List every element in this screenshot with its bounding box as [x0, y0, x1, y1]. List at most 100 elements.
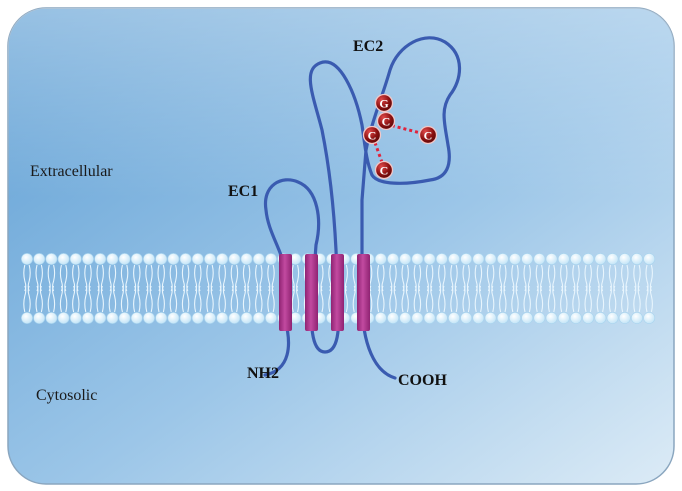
lipid-head	[45, 253, 58, 265]
lipid-tail	[474, 285, 478, 313]
lipid-tail	[198, 285, 202, 313]
residue-glycine-label: G	[379, 97, 388, 111]
lipid-head	[240, 253, 253, 265]
lipid-head	[21, 312, 33, 324]
lipid-head	[57, 253, 70, 265]
lipid-tail	[352, 285, 356, 313]
lipid-head	[448, 312, 460, 324]
lipid-tail	[625, 285, 629, 313]
lipid-head	[521, 312, 534, 324]
lipid-tail	[576, 285, 580, 313]
lipid-tail	[194, 285, 198, 313]
lipid-head	[631, 253, 643, 265]
lipid-tail	[401, 285, 405, 313]
lipid-head	[411, 312, 424, 324]
lipid-tail	[210, 285, 214, 313]
lipid-head	[167, 253, 180, 265]
lipid-tail	[601, 285, 605, 313]
lipid-head	[130, 253, 143, 265]
lipid-tail	[186, 285, 190, 313]
lipid-head	[618, 253, 631, 265]
lipid-head	[399, 312, 412, 324]
lipid-tail	[649, 285, 653, 313]
lipid-head	[167, 312, 180, 324]
lipid-tail	[235, 285, 239, 313]
lipid-tail	[560, 285, 564, 313]
lipid-head	[435, 253, 448, 265]
lipid-tail	[621, 285, 625, 313]
lipid-head	[423, 253, 436, 265]
lipid-tail	[499, 285, 503, 313]
lipid-tail	[527, 285, 531, 313]
tm-helix-3	[331, 254, 344, 331]
tm-helix-1	[279, 254, 292, 331]
lipid-tail	[572, 285, 576, 313]
lipid-head	[496, 312, 509, 324]
lipid-head	[387, 253, 399, 265]
lipid-tail	[59, 285, 63, 313]
lipid-head	[557, 253, 570, 265]
cytosolic-label: Cytosolic	[36, 387, 97, 404]
lipid-head	[374, 253, 387, 265]
lipid-tail	[72, 285, 76, 313]
lipid-tail	[133, 285, 137, 313]
lipid-head	[643, 253, 656, 265]
lipid-tail	[174, 285, 178, 313]
lipid-head	[45, 312, 58, 324]
c-terminus-label: COOH	[398, 372, 447, 389]
lipid-tail	[96, 285, 100, 313]
residue-cysteine-2-label: C	[368, 129, 377, 143]
lipid-head	[82, 312, 94, 324]
lipid-tail	[389, 285, 393, 313]
residue-glycine: G	[374, 93, 394, 113]
lipid-head	[179, 253, 192, 265]
lipid-head	[155, 253, 168, 265]
lipid-head	[21, 253, 33, 265]
lipid-tail	[466, 285, 470, 313]
lipid-tail	[52, 285, 56, 313]
lipid-tail	[608, 285, 612, 313]
lipid-head	[118, 253, 131, 265]
lipid-head	[252, 312, 265, 324]
lipid-tail	[637, 285, 641, 313]
lipid-tail	[296, 285, 300, 313]
lipid-tail	[479, 285, 483, 313]
lipid-head	[69, 253, 82, 265]
lipid-tail	[267, 285, 271, 313]
lipid-tail	[242, 285, 246, 313]
lipid-head	[570, 253, 582, 265]
lipid-head	[399, 253, 412, 265]
lipid-tail	[535, 285, 539, 313]
lipid-head	[460, 312, 473, 324]
lipid-tail	[181, 285, 185, 313]
lipid-tail	[645, 285, 649, 313]
lipid-tail	[137, 285, 141, 313]
lipid-tail	[462, 285, 466, 313]
residue-cysteine-3: C	[418, 125, 438, 145]
n-terminus-label: NH2	[247, 365, 279, 382]
residue-cysteine-4-label: C	[380, 164, 389, 178]
lipid-head	[57, 312, 70, 324]
lipid-head	[191, 312, 204, 324]
tm-helix-2	[305, 254, 318, 331]
lipid-bilayer	[21, 253, 656, 324]
lipid-tail	[552, 285, 556, 313]
lipid-tail	[271, 285, 275, 313]
tm-helix-4	[357, 254, 370, 331]
lipid-head	[82, 253, 94, 265]
lipid-head	[69, 312, 82, 324]
lipid-head	[594, 253, 607, 265]
lipid-tail	[430, 285, 434, 313]
lipid-tail	[454, 285, 458, 313]
lipid-head	[643, 312, 656, 324]
lipid-head	[94, 312, 107, 324]
lipid-head	[130, 312, 143, 324]
lipid-head	[606, 253, 619, 265]
lipid-tail	[418, 285, 422, 313]
lipid-head	[460, 253, 473, 265]
lipid-head	[484, 312, 497, 324]
lipid-head	[570, 312, 582, 324]
lipid-head	[374, 312, 387, 324]
lipid-head	[631, 312, 643, 324]
lipid-tail	[125, 285, 129, 313]
